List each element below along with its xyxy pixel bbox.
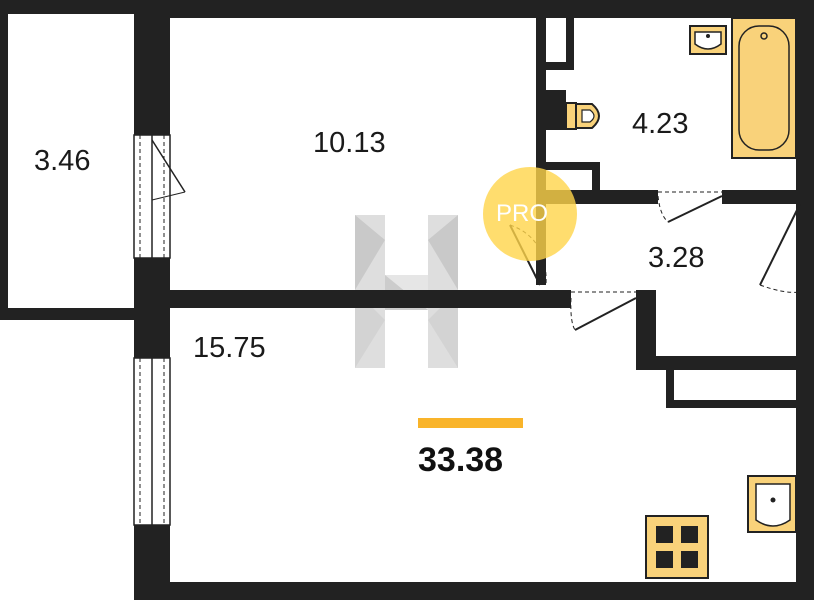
stove-icon — [645, 515, 709, 579]
door-living — [570, 291, 637, 331]
room-area-hallway: 3.28 — [648, 242, 705, 274]
sink-icon — [689, 25, 727, 55]
bathtub-icon — [731, 17, 797, 159]
pro-badge — [483, 167, 577, 261]
room-area-balcony: 3.46 — [34, 145, 91, 177]
kitchen-sink-icon — [747, 475, 797, 533]
room-area-kitchen-living: 15.75 — [193, 332, 266, 364]
room-area-bathroom: 4.23 — [632, 108, 689, 140]
window-living — [133, 357, 171, 526]
total-area: 33.38 — [418, 441, 504, 479]
room-area-room: 10.13 — [313, 127, 386, 159]
toilet-icon — [565, 102, 600, 130]
total-area-underline — [418, 418, 523, 428]
door-bathroom — [657, 191, 723, 223]
pro-badge-text: PRO — [496, 200, 549, 227]
window-room — [133, 134, 186, 259]
door-entrance — [759, 203, 803, 293]
